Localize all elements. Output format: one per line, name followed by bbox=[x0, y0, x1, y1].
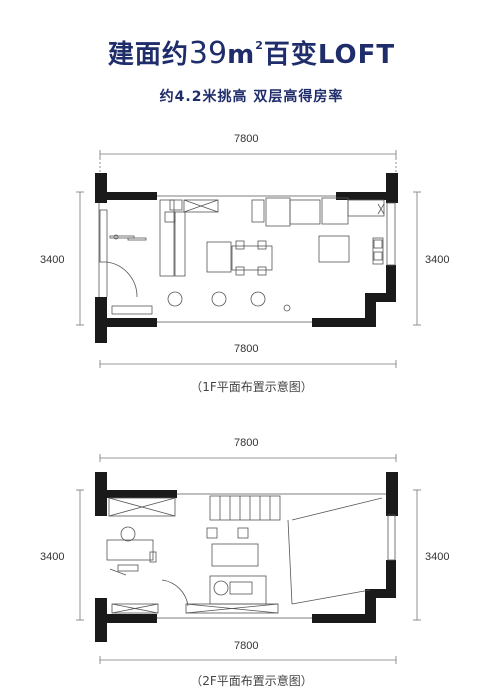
title-number: 39 bbox=[188, 36, 228, 71]
plan-2f-height-left: 3400 bbox=[40, 551, 65, 563]
title-prefix: 建面约 bbox=[107, 40, 189, 70]
title-unit: m bbox=[227, 40, 256, 70]
plan-1f-width-top: 7800 bbox=[234, 133, 259, 145]
walls-2f bbox=[95, 472, 398, 642]
plan-2f-width-top: 7800 bbox=[234, 437, 259, 449]
floor-plan-1f bbox=[76, 150, 421, 368]
plan-1f-height-left: 3400 bbox=[40, 254, 65, 266]
interior-lines-1f bbox=[98, 195, 396, 323]
plan-2f-width-bottom: 7800 bbox=[234, 640, 259, 652]
title-unit-sup: 2 bbox=[255, 39, 264, 52]
plan-1f-width-bottom: 7800 bbox=[234, 343, 259, 355]
plan-1f-caption: （1F平面布置示意图） bbox=[190, 380, 313, 394]
floor-plan-2f bbox=[76, 454, 421, 664]
dimension-lines-1f bbox=[76, 150, 421, 368]
title-suffix: 百变LOFT bbox=[263, 40, 396, 70]
page-subtitle: 约4.2米挑高 双层高得房率 bbox=[159, 89, 344, 105]
walls-1f bbox=[95, 173, 398, 343]
interior-lines-2f bbox=[106, 493, 396, 619]
dimension-lines-2f bbox=[76, 454, 421, 664]
page-title: 建面约39m2百变LOFT bbox=[0, 34, 503, 71]
plan-2f-height-right: 3400 bbox=[425, 551, 450, 563]
plan-2f-caption: （2F平面布置示意图） bbox=[190, 674, 313, 688]
plan-1f-height-right: 3400 bbox=[425, 254, 450, 266]
